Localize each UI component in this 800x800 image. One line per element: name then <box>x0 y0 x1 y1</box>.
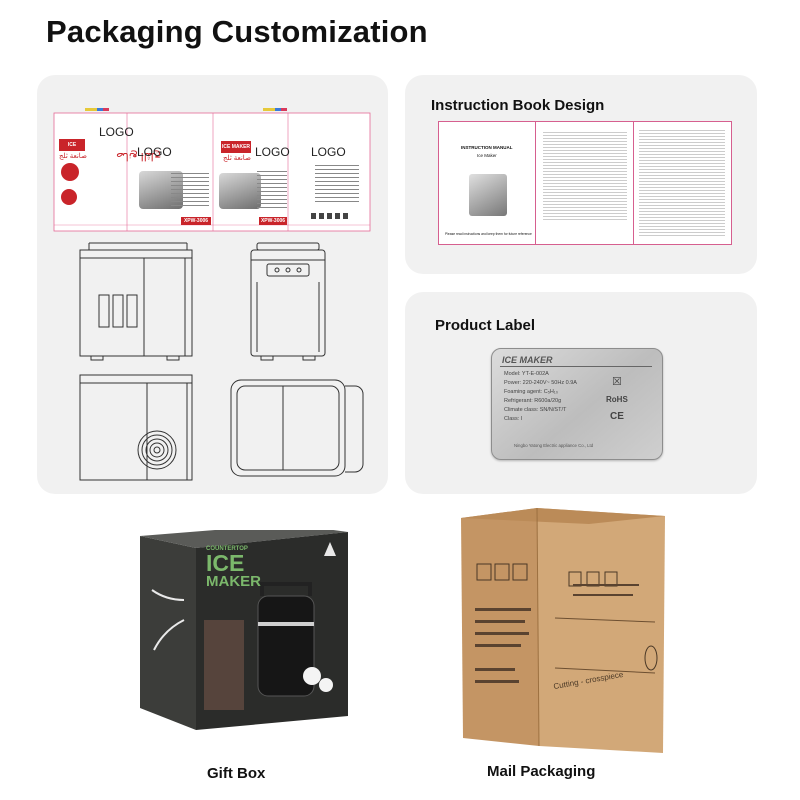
gift-box-shape <box>140 530 348 730</box>
logo-placeholder-2: LOGO <box>137 145 172 159</box>
manual-cover-photo <box>469 174 507 216</box>
label-brand-rule <box>500 366 652 367</box>
ice-maker-band-1: ICE MAKER <box>59 139 85 160</box>
front-view-drawing <box>250 242 326 361</box>
gift-box-product-line1: ICE <box>206 550 245 576</box>
ice-maker-photo-2 <box>219 173 261 209</box>
label-spec-line-3: Foaming agent: C₅H₁₀ <box>504 389 559 395</box>
cert-icons-row <box>311 213 351 219</box>
arabic-band-2: صانعة ثلج <box>223 155 251 162</box>
red-badge-1 <box>61 163 79 181</box>
spec-lines-1 <box>171 173 209 209</box>
technical-drawings <box>79 242 364 481</box>
ice-maker-band-2: ICE MAKER <box>221 141 251 153</box>
product-label-heading: Product Label <box>435 317 536 334</box>
top-view-drawing <box>230 379 364 477</box>
page-title: Packaging Customization <box>46 14 428 49</box>
box-dieline: ICE MAKER صانعة ثلج LOGO صانع الثلج LOGO… <box>53 105 371 235</box>
weee-bin-icon: ☒ <box>612 376 622 388</box>
manual-title: INSTRUCTION MANUAL <box>461 145 513 150</box>
label-spec-line-5: Climate class: SN/N/ST/T <box>504 407 567 413</box>
logo-placeholder-4: LOGO <box>311 145 346 159</box>
manual-page-divider <box>633 122 634 244</box>
manual-page-3-text <box>639 130 725 238</box>
mail-packaging-caption: Mail Packaging <box>487 763 596 780</box>
gift-box-caption: Gift Box <box>207 765 266 782</box>
label-spec-line-2: Power: 220-240V~ 50Hz 0.9A <box>504 380 577 386</box>
instruction-book-spread: INSTRUCTION MANUAL Ice Maker Please read… <box>438 121 732 245</box>
label-brand: ICE MAKER <box>502 355 553 365</box>
gift-box-image: COUNTERTOP ICE MAKER <box>140 530 350 730</box>
rating-label-plate: ICE MAKER Model: YT-E-002A Power: 220-24… <box>491 348 663 460</box>
instruction-book-heading: Instruction Book Design <box>431 97 605 114</box>
red-badge-2 <box>61 189 77 205</box>
label-manufacturer: Ningbo Yatong Electric appliance Co., Lt… <box>514 443 594 448</box>
model-code-2: XPW-3006 <box>259 217 287 225</box>
gift-box-product-line2: MAKER <box>206 573 261 590</box>
arabic-band-1: صانعة ثلج <box>59 153 87 160</box>
rear-view-drawing <box>79 374 193 481</box>
model-code-1: XPW-3006 <box>181 217 211 225</box>
label-spec-line-4: Refrigerant: R600a/20g <box>504 398 562 404</box>
manual-product-name: Ice Maker <box>477 153 497 158</box>
label-spec-line-1: Model: YT-E-002A <box>504 371 549 377</box>
ce-mark: CE <box>610 411 624 422</box>
manual-footer-note: Please read instructions and keep them f… <box>445 232 532 236</box>
gift-box-tag: COUNTERTOP <box>206 546 248 552</box>
arabic-spec-lines <box>315 165 359 205</box>
mail-carton-image: Cutting - crosspiece <box>455 508 670 753</box>
side-view-drawing <box>79 242 193 361</box>
manual-page-2-text <box>543 132 627 222</box>
instruction-book-panel: Instruction Book Design INSTRUCTION MANU… <box>405 75 757 274</box>
packaging-artwork-panel: ICE MAKER صانعة ثلج LOGO صانع الثلج LOGO… <box>37 75 388 494</box>
spec-lines-2 <box>257 171 287 209</box>
manual-cover-page: INSTRUCTION MANUAL Ice Maker Please read… <box>439 122 536 244</box>
product-label-panel: Product Label ICE MAKER Model: YT-E-002A… <box>405 292 757 494</box>
logo-placeholder-3: LOGO <box>255 145 290 159</box>
mail-carton-shape <box>461 508 665 753</box>
label-spec-line-6: Class: I <box>504 416 523 422</box>
rohs-mark: RoHS <box>606 395 628 404</box>
logo-placeholder-1: LOGO <box>99 125 134 139</box>
